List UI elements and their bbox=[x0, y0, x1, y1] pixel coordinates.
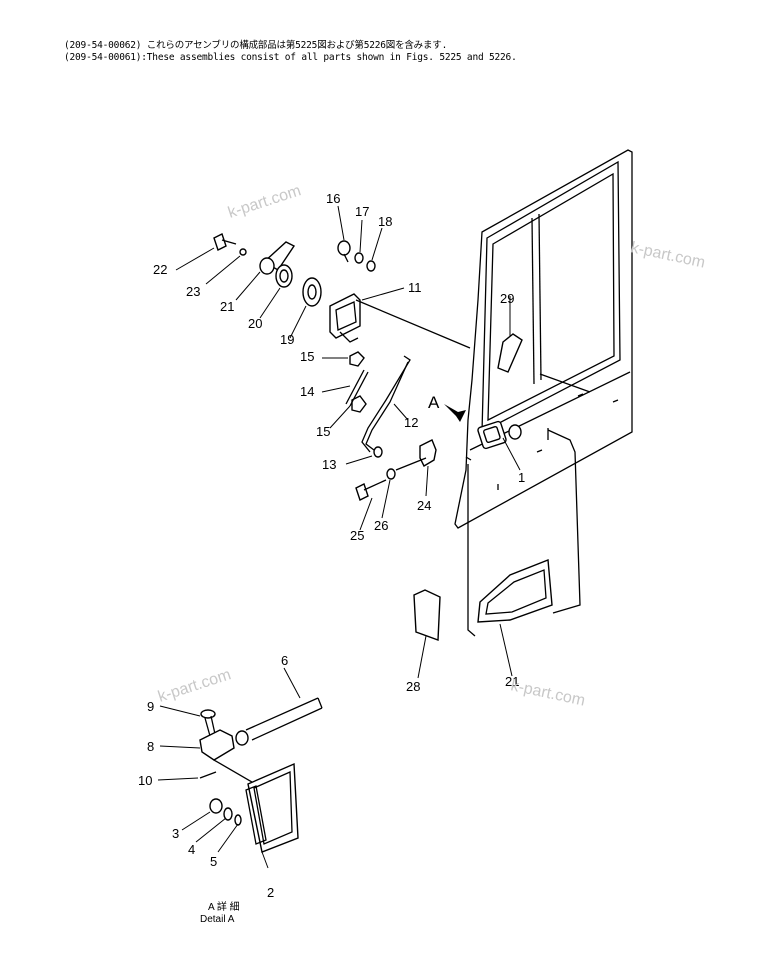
callout-11: 11 bbox=[408, 280, 422, 295]
door-handle bbox=[477, 420, 522, 450]
callout-1: 1 bbox=[518, 470, 525, 485]
watermark-3: k-part.com bbox=[156, 666, 233, 706]
callout-16: 16 bbox=[326, 191, 340, 206]
callout-21b: 21 bbox=[505, 674, 519, 689]
callout-4: 4 bbox=[188, 842, 195, 857]
callout-18: 18 bbox=[378, 214, 392, 229]
callout-26: 26 bbox=[374, 518, 388, 533]
callout-15b: 15 bbox=[316, 424, 330, 439]
callout-5: 5 bbox=[210, 854, 217, 869]
view-marker-a: A bbox=[428, 393, 440, 412]
view-arrow-a bbox=[444, 404, 466, 422]
glass-part-29 bbox=[497, 333, 523, 373]
callout-17: 17 bbox=[355, 204, 369, 219]
callout-8: 8 bbox=[147, 739, 154, 754]
header-line-en: (209-54-00061):These assemblies consist … bbox=[64, 52, 517, 63]
callout-2: 2 bbox=[267, 885, 274, 900]
callout-10: 10 bbox=[138, 773, 152, 788]
callout-3: 3 bbox=[172, 826, 179, 841]
detail-caption-ja: A 詳 細 bbox=[208, 900, 240, 913]
detail-a-assembly bbox=[199, 697, 323, 853]
callout-15a: 15 bbox=[300, 349, 314, 364]
callout-29: 29 bbox=[500, 291, 514, 306]
callout-14: 14 bbox=[300, 384, 314, 399]
callout-9: 9 bbox=[147, 699, 154, 714]
callout-25: 25 bbox=[350, 528, 364, 543]
trim-panel-21 bbox=[477, 559, 553, 623]
callout-21: 21 bbox=[220, 299, 234, 314]
header-note: (209-54-00062) これらのアセンブリの構成部品は第5225図および第… bbox=[64, 40, 517, 64]
watermark-4: k-part.com bbox=[509, 677, 586, 709]
callout-24: 24 bbox=[417, 498, 431, 513]
cover-part-28 bbox=[413, 589, 441, 641]
callout-28: 28 bbox=[406, 679, 420, 694]
header-line-ja: (209-54-00062) これらのアセンブリの構成部品は第5225図および第… bbox=[64, 40, 448, 51]
watermark-1: k-part.com bbox=[226, 182, 303, 222]
watermark-2: k-part.com bbox=[629, 239, 706, 271]
leader-lines bbox=[157, 205, 521, 869]
lock-mechanism bbox=[213, 233, 471, 501]
callout-23: 23 bbox=[186, 284, 200, 299]
detail-caption-en: Detail A bbox=[200, 914, 235, 925]
callout-20: 20 bbox=[248, 316, 262, 331]
callout-13: 13 bbox=[322, 457, 336, 472]
callout-6: 6 bbox=[281, 653, 288, 668]
callout-19: 19 bbox=[280, 332, 294, 347]
door-assembly bbox=[454, 149, 633, 637]
callout-22: 22 bbox=[153, 262, 167, 277]
callout-12: 12 bbox=[404, 415, 418, 430]
